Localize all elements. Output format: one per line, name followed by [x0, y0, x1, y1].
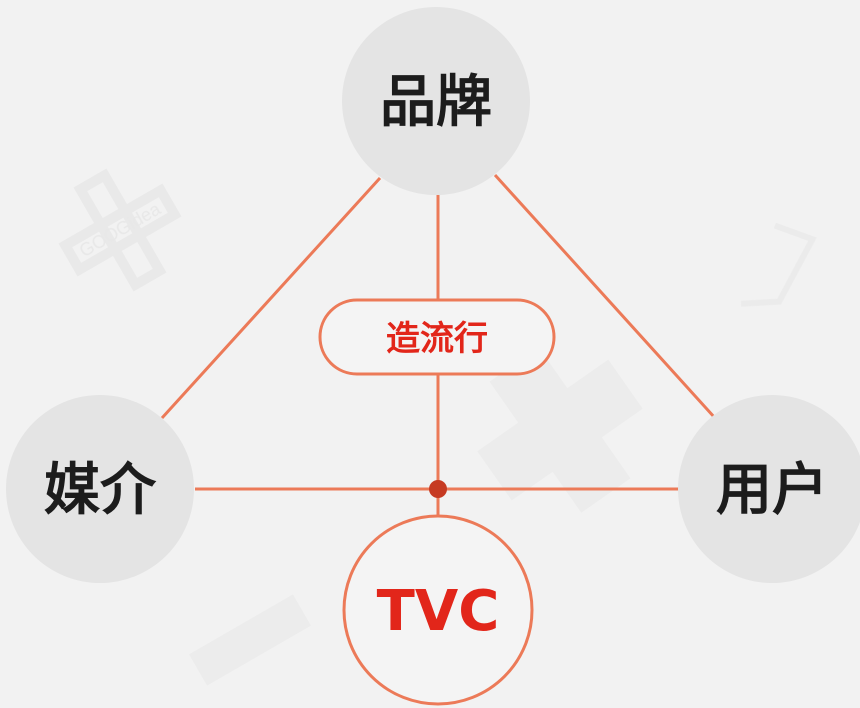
junction-dot	[429, 480, 447, 498]
node-media-label: 媒介	[44, 458, 157, 523]
node-user-label: 用户	[716, 458, 828, 523]
watermark-shape-right	[740, 222, 817, 307]
center-pill-label: 造流行	[386, 319, 488, 359]
node-brand-label: 品牌	[380, 70, 492, 135]
node-user: 用户	[678, 395, 860, 583]
connector-top-right	[493, 173, 717, 420]
center-pill: 造流行	[318, 298, 556, 376]
node-tvc: TVC	[342, 514, 534, 706]
node-media: 媒介	[6, 395, 194, 583]
watermark-shape-bottom-left	[189, 594, 311, 686]
node-tvc-label: TVC	[377, 579, 500, 644]
watermark-shape-center-right	[477, 347, 643, 513]
connector-top-left	[160, 176, 382, 420]
watermark: GOOGidea	[58, 168, 817, 686]
node-brand: 品牌	[342, 7, 530, 195]
watermark-logo-top-left: GOOGidea	[58, 168, 182, 292]
